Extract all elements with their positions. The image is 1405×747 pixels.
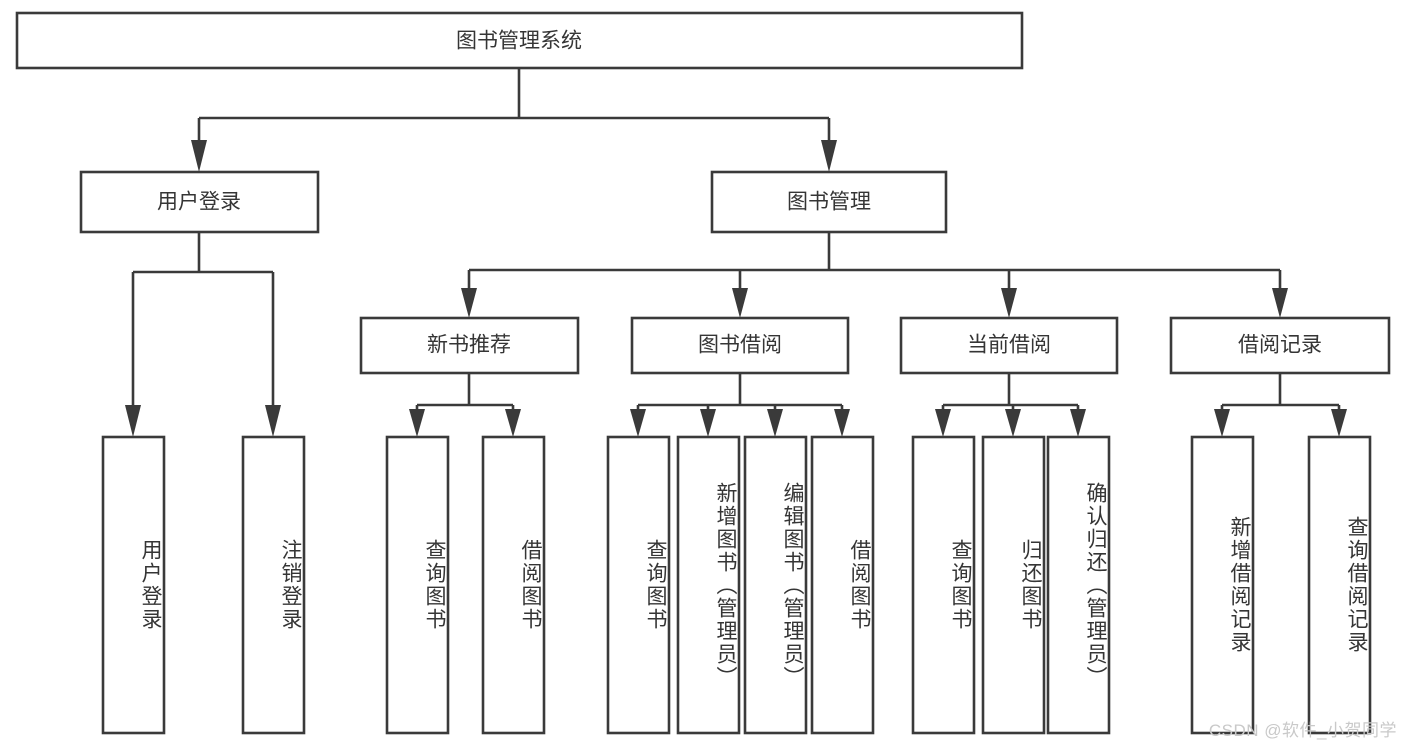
leaf-box-borrow-book-2[interactable] bbox=[810, 435, 875, 735]
arrow-nbr-b1 bbox=[409, 409, 425, 437]
arrow-bm-c3 bbox=[1001, 288, 1017, 318]
leaf-box-return-book[interactable] bbox=[981, 435, 1046, 735]
leaf-box-add-book[interactable] bbox=[676, 435, 741, 735]
node-box bbox=[1169, 316, 1391, 375]
node-box bbox=[710, 170, 948, 234]
node-current-borrow[interactable]: 当前借阅 bbox=[899, 316, 1119, 375]
connector-group-book-borrow bbox=[630, 373, 850, 437]
arrow-to-book-management bbox=[821, 140, 837, 172]
arrow-br-b1 bbox=[1214, 409, 1230, 437]
connector-group-root bbox=[191, 68, 837, 172]
node-new-book-recommend[interactable]: 新书推荐 bbox=[359, 316, 580, 375]
node-box bbox=[899, 316, 1119, 375]
leaf-box-query-book-1[interactable] bbox=[385, 435, 450, 735]
arrow-bb-b2 bbox=[700, 409, 716, 437]
arrow-bm-c2 bbox=[732, 288, 748, 318]
connector-group-borrow-record bbox=[1214, 373, 1347, 437]
connector-group-user-login bbox=[125, 232, 281, 437]
arrow-user-login-b2 bbox=[265, 405, 281, 437]
connector-group-book-management bbox=[461, 232, 1288, 318]
arrow-to-user-login bbox=[191, 140, 207, 172]
leaf-box-confirm-return[interactable] bbox=[1046, 435, 1111, 735]
node-label-borrow-record: 借阅记录 bbox=[1238, 334, 1322, 357]
arrow-cb-b2 bbox=[1005, 409, 1021, 437]
leaf-box-add-record[interactable] bbox=[1190, 435, 1255, 735]
leaf-box-edit-book[interactable] bbox=[743, 435, 808, 735]
node-book-borrow[interactable]: 图书借阅 bbox=[630, 316, 850, 375]
node-label-user-login: 用户登录 bbox=[157, 191, 241, 214]
leaf-box-logout-login[interactable] bbox=[241, 435, 306, 735]
arrow-bm-c1 bbox=[461, 288, 477, 318]
arrow-br-b2 bbox=[1331, 409, 1347, 437]
node-box bbox=[630, 316, 850, 375]
arrow-bm-c4 bbox=[1272, 288, 1288, 318]
node-borrow-record[interactable]: 借阅记录 bbox=[1169, 316, 1391, 375]
arrow-cb-b1 bbox=[935, 409, 951, 437]
node-label-book-management-system: 图书管理系统 bbox=[456, 30, 582, 53]
node-book-management-system[interactable]: 图书管理系统 bbox=[15, 11, 1024, 70]
node-book-management[interactable]: 图书管理 bbox=[710, 170, 948, 234]
node-user-login[interactable]: 用户登录 bbox=[79, 170, 320, 234]
arrow-bb-b1 bbox=[630, 409, 646, 437]
leaf-box-query-record[interactable] bbox=[1307, 435, 1372, 735]
arrow-cb-b3 bbox=[1070, 409, 1086, 437]
connector-group-new-book-recommend bbox=[409, 373, 521, 437]
arrow-nbr-b2 bbox=[505, 409, 521, 437]
node-label-book-management: 图书管理 bbox=[787, 191, 871, 214]
arrow-bb-b3 bbox=[767, 409, 783, 437]
node-box bbox=[79, 170, 320, 234]
csdn-watermark: CSDN @软件_小贺同学 bbox=[1208, 721, 1397, 740]
leaf-box-borrow-book-1[interactable] bbox=[481, 435, 546, 735]
leaf-box-query-book-2[interactable] bbox=[606, 435, 671, 735]
connector-group-current-borrow bbox=[935, 373, 1086, 437]
arrow-user-login-b1 bbox=[125, 405, 141, 437]
arrow-bb-b4 bbox=[834, 409, 850, 437]
leaf-boxes-group bbox=[101, 435, 1372, 735]
node-label-book-borrow: 图书借阅 bbox=[698, 334, 782, 357]
node-box bbox=[15, 11, 1024, 70]
node-label-current-borrow: 当前借阅 bbox=[967, 334, 1051, 357]
leaf-box-user-login[interactable] bbox=[101, 435, 166, 735]
node-box bbox=[359, 316, 580, 375]
node-label-new-book-recommend: 新书推荐 bbox=[427, 334, 511, 357]
leaf-box-query-book-3[interactable] bbox=[911, 435, 976, 735]
